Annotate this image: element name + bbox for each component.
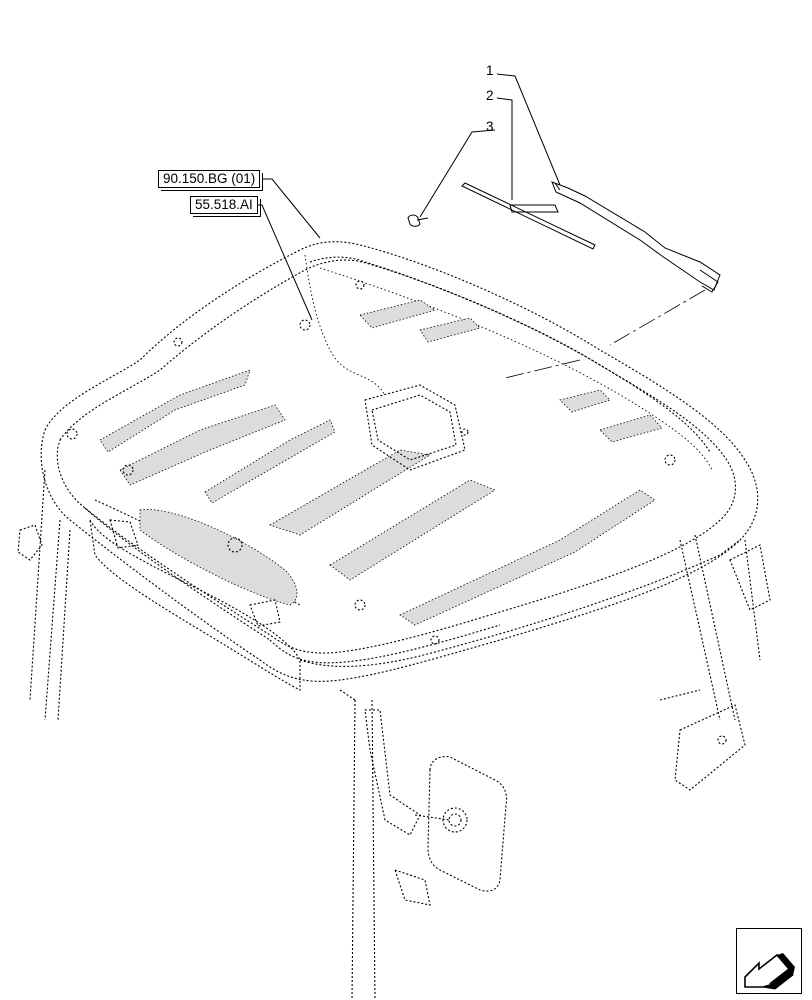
- right-cab-pillar: [659, 534, 771, 791]
- reference-90-150-bg[interactable]: 90.150.BG (01): [158, 170, 264, 191]
- wiper-arm: [551, 181, 721, 293]
- roof-fasteners: [66, 280, 676, 645]
- wiper-blade: [461, 182, 596, 250]
- next-page-arrow-icon[interactable]: [736, 928, 802, 994]
- callout-leaders: [249, 73, 706, 379]
- callout-3: 3: [486, 119, 494, 134]
- interior-light-assembly: [299, 254, 469, 471]
- roof-panels: [99, 299, 663, 626]
- reference-55-518-ai[interactable]: 55.518.AI: [190, 196, 261, 217]
- mirror-assembly: [339, 689, 508, 1000]
- arrow-icon-graphic: [744, 953, 795, 990]
- callout-2: 2: [486, 88, 494, 103]
- callout-1: 1: [486, 63, 494, 78]
- left-cab-pillar: [17, 469, 281, 721]
- wiper-screw: [407, 214, 429, 227]
